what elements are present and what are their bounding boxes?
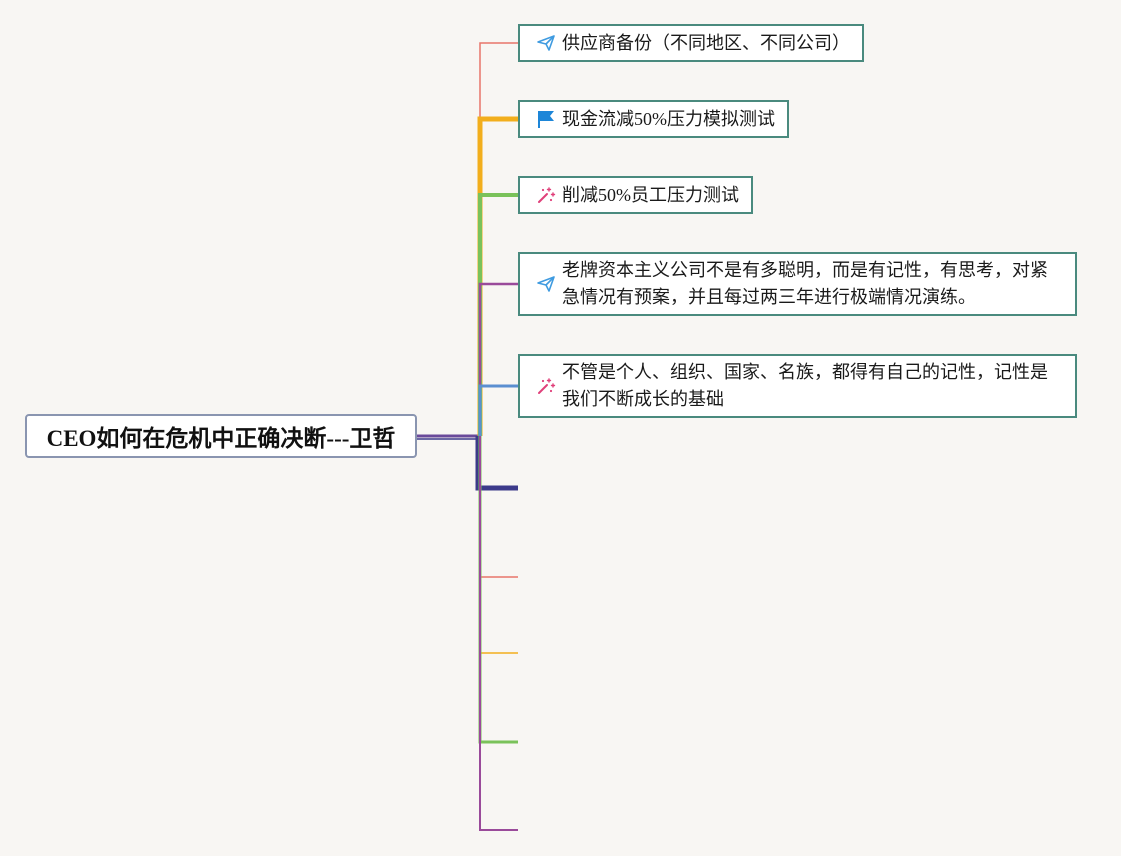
branch-line-1 <box>479 42 518 436</box>
branch-topic-3[interactable]: 削减50%员工压力测试 <box>518 176 753 214</box>
branch-topic-1[interactable]: 供应商备份（不同地区、不同公司） <box>518 24 864 62</box>
branch-topic-4-label: 老牌资本主义公司不是有多聪明，而是有记性，有思考，对紧急情况有预案，并且每过两三… <box>562 260 1048 307</box>
branch-topic-1-label: 供应商备份（不同地区、不同公司） <box>562 32 850 53</box>
paper-plane-icon <box>536 274 556 294</box>
empty-branch-line-1 <box>475 436 518 491</box>
empty-branch-line-3 <box>479 436 518 654</box>
root-topic-title: CEO如何在危机中正确决断---卫哲 <box>46 426 396 451</box>
branch-topic-2-label: 现金流减50%压力模拟测试 <box>562 108 775 129</box>
empty-branch-line-2 <box>479 436 518 578</box>
branch-topic-3-label: 削减50%员工压力测试 <box>562 184 739 205</box>
branch-topic-5[interactable]: 不管是个人、组织、国家、名族，都得有自己的记性，记性是我们不断成长的基础 <box>518 354 1077 418</box>
branch-topic-4[interactable]: 老牌资本主义公司不是有多聪明，而是有记性，有思考，对紧急情况有预案，并且每过两三… <box>518 252 1077 316</box>
branch-line-4 <box>478 282 518 436</box>
root-topic[interactable]: CEO如何在危机中正确决断---卫哲 <box>25 414 417 458</box>
empty-branch-line-4 <box>478 436 518 744</box>
branch-topic-2[interactable]: 现金流减50%压力模拟测试 <box>518 100 789 138</box>
branch-line-2 <box>477 116 518 436</box>
magic-wand-icon <box>536 185 556 205</box>
paper-plane-icon <box>536 33 556 53</box>
empty-branch-line-5 <box>479 436 518 831</box>
magic-wand-icon <box>536 376 556 396</box>
branch-topic-5-label: 不管是个人、组织、国家、名族，都得有自己的记性，记性是我们不断成长的基础 <box>562 362 1048 409</box>
branch-line-5 <box>478 384 518 436</box>
branch-line-3 <box>478 193 518 436</box>
flag-icon <box>536 109 556 129</box>
